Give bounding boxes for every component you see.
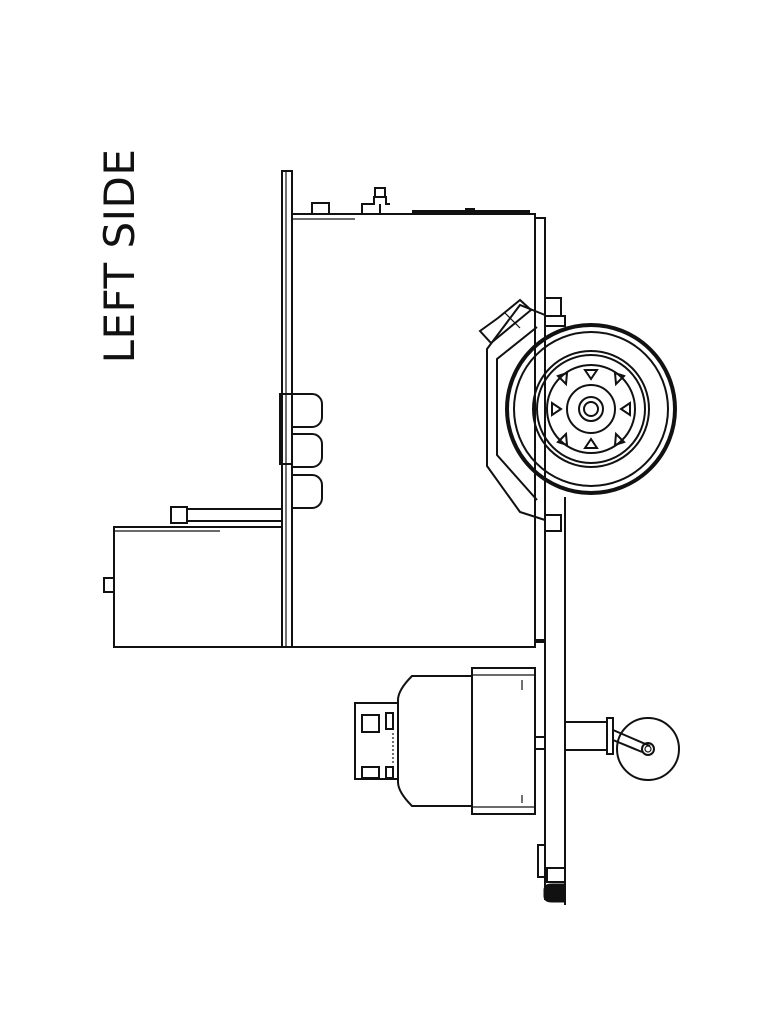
upper-cabinet bbox=[103, 526, 283, 648]
hitch-coupler bbox=[537, 844, 566, 905]
trailer-frame bbox=[534, 217, 566, 905]
top-fittings bbox=[311, 187, 530, 215]
tire bbox=[505, 323, 677, 495]
caster-wheel bbox=[616, 717, 680, 781]
top-countertop bbox=[281, 170, 293, 648]
propane-tank bbox=[354, 667, 536, 815]
fender bbox=[478, 298, 566, 521]
handle-bar bbox=[170, 506, 282, 524]
tongue-jack bbox=[534, 717, 651, 755]
wheel-rim bbox=[532, 350, 650, 468]
